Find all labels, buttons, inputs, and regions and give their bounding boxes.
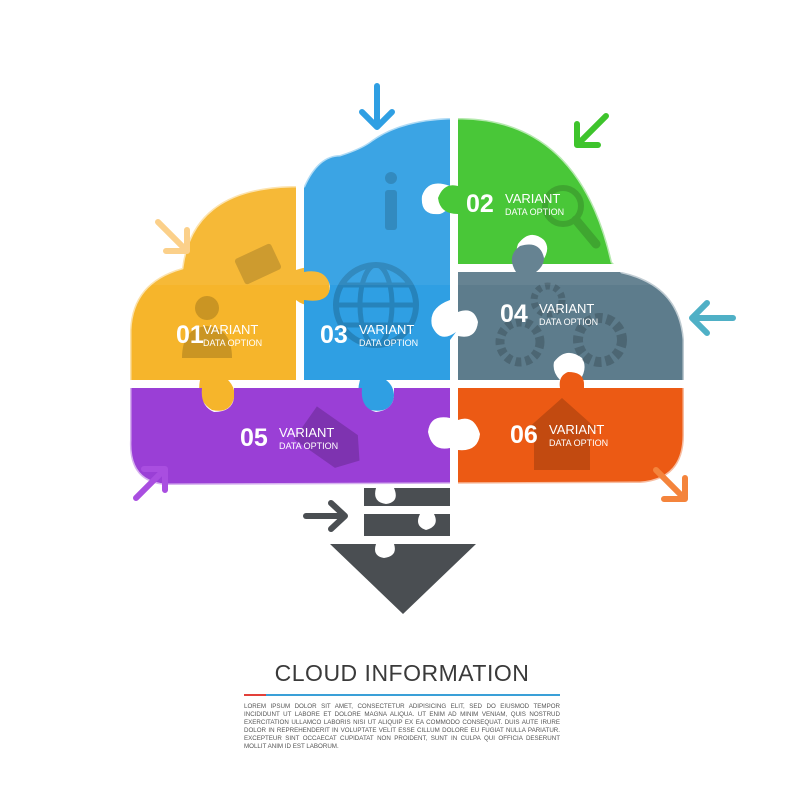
label-01-variant: VARIANT — [203, 322, 258, 337]
piece-03-tab-bottom — [358, 380, 394, 411]
label-04-number: 04 — [500, 300, 528, 328]
globe-info-icon — [333, 172, 419, 348]
piece-05-shape — [129, 388, 450, 485]
label-01: 01 VARIANT DATA OPTION — [176, 321, 262, 349]
label-02-variant: VARIANT — [505, 191, 560, 206]
label-03-number: 03 — [320, 321, 348, 349]
label-01-number: 01 — [176, 321, 204, 349]
arrow-top-right-icon — [574, 113, 609, 148]
tag-icon — [293, 406, 360, 468]
arrow-bottom-right-icon — [653, 467, 688, 502]
description-text: LOREM IPSUM DOLOR SIT AMET, CONSECTETUR … — [244, 703, 560, 750]
label-03-variant: VARIANT — [359, 322, 414, 337]
label-06-variant: VARIANT — [549, 422, 604, 437]
label-05-number: 05 — [240, 424, 268, 452]
label-03: 03 VARIANT DATA OPTION — [320, 321, 418, 349]
page-title: CLOUD INFORMATION — [274, 660, 530, 686]
arrow-bottom-left-icon — [133, 466, 168, 501]
piece-05 — [129, 388, 450, 485]
label-06-option: DATA OPTION — [549, 438, 608, 448]
arrow-right-icon — [689, 300, 736, 336]
person-card-icon — [182, 243, 282, 358]
label-01-option: DATA OPTION — [203, 338, 262, 348]
label-02: 02 VARIANT DATA OPTION — [466, 190, 564, 218]
download-arrow-icon — [303, 488, 476, 614]
magnifier-icon — [542, 185, 601, 249]
piece-03 — [304, 118, 456, 411]
label-02-number: 02 — [466, 190, 494, 218]
label-03-option: DATA OPTION — [359, 338, 418, 348]
label-06-number: 06 — [510, 421, 538, 449]
label-04: 04 VARIANT DATA OPTION — [500, 300, 598, 328]
piece-01-tab-bottom — [199, 380, 235, 411]
label-04-option: DATA OPTION — [539, 317, 598, 327]
label-05-option: DATA OPTION — [279, 441, 338, 451]
arrow-left-top-icon — [155, 219, 190, 254]
label-05: 05 VARIANT DATA OPTION — [240, 424, 338, 452]
arrow-top-icon — [359, 83, 395, 130]
cloud-outline — [128, 116, 686, 487]
label-05-variant: VARIANT — [279, 425, 334, 440]
title-underline — [244, 694, 560, 696]
title-underline-accent — [244, 694, 266, 696]
label-04-variant: VARIANT — [539, 301, 594, 316]
piece-03-shape — [304, 118, 456, 380]
house-icon — [526, 398, 598, 470]
label-06: 06 VARIANT DATA OPTION — [510, 421, 608, 449]
label-02-option: DATA OPTION — [505, 207, 564, 217]
gears-icon — [495, 282, 627, 367]
